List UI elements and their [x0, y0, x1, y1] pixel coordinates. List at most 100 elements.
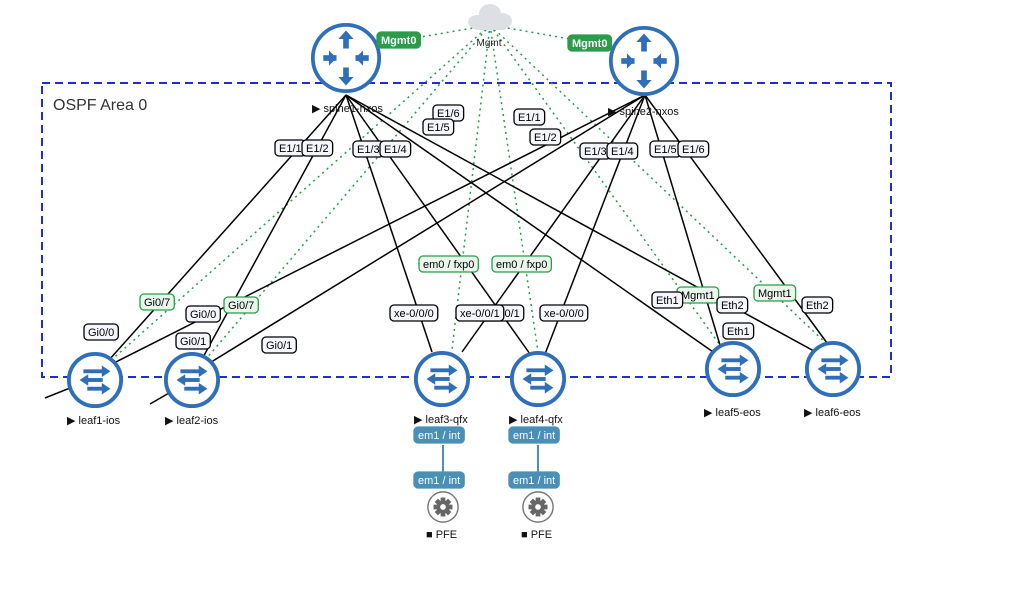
port-badge-l4-em1[interactable]: em1 / int: [508, 426, 560, 444]
port-badge-l4-xe0[interactable]: xe-0/0/0: [539, 304, 589, 322]
internal-links: [442, 445, 539, 475]
port-badge-bg: [801, 296, 834, 314]
svg-text:■ PFE: ■ PFE: [426, 529, 457, 541]
port-badge-l4-em0[interactable]: em0 / fxp0: [491, 255, 553, 273]
node-label: spine2-nxos: [620, 106, 680, 118]
port-label: Eth2: [806, 300, 829, 312]
port-badge-l6-eth2[interactable]: Eth2: [801, 296, 834, 314]
port-badge-spine2-mgmt[interactable]: Mgmt0: [567, 34, 613, 52]
port-label: Eth1: [656, 295, 679, 307]
port-badge-s2-e14[interactable]: E1/4: [606, 142, 639, 160]
port-badge-l6-mgmt[interactable]: Mgmt1: [753, 284, 797, 302]
port-label: xe-0/0/0: [544, 308, 584, 320]
port-label: Mgmt0: [572, 38, 607, 50]
port-label: E1/4: [611, 146, 634, 158]
port-badge-s1-e12[interactable]: E1/2: [301, 139, 334, 157]
port-badge-l3-xe0[interactable]: xe-0/0/0: [389, 304, 439, 322]
port-badge-s2-e12[interactable]: E1/2: [529, 128, 562, 146]
port-badge-s1-e14[interactable]: E1/4: [379, 140, 412, 158]
port-badge-s2-e15[interactable]: E1/5: [649, 140, 682, 158]
port-label: em1 / int: [513, 475, 555, 487]
port-badge-bg: [651, 291, 684, 309]
port-badge-s1-e16[interactable]: E1/6: [432, 104, 465, 122]
svg-text:▶ spine2-nxos: ▶ spine2-nxos: [608, 106, 679, 118]
port-label: em0 / fxp0: [496, 259, 547, 271]
port-badge-l2-gi01[interactable]: Gi0/1: [175, 332, 211, 350]
port-badge-bg: [83, 323, 119, 341]
port-badge-bg: [567, 34, 613, 52]
square-icon: ■: [521, 529, 531, 541]
port-badge-l3-xe1[interactable]: xe-0/0/1: [455, 304, 505, 322]
port-badge-bg: [261, 336, 297, 354]
port-badge-l1-gi01[interactable]: Gi0/1: [261, 336, 297, 354]
port-badge-s1-e13[interactable]: E1/3: [352, 140, 385, 158]
node-label: leaf6-eos: [816, 407, 862, 419]
node-leaf4[interactable]: ▶ leaf4-qfx: [509, 350, 567, 426]
port-badge-bg: [539, 304, 589, 322]
port-label: E1/5: [654, 144, 677, 156]
svg-text:▶ leaf3-qfx: ▶ leaf3-qfx: [414, 414, 468, 426]
node-spine1[interactable]: ▶ spine1-nxos: [310, 22, 384, 115]
port-badge-bg: [413, 426, 465, 444]
port-badge-l5-mgmt[interactable]: Mgmt1: [676, 286, 720, 304]
port-label: Mgmt1: [758, 288, 792, 300]
port-label: Gi0/1: [266, 340, 292, 352]
node-leaf6[interactable]: ▶ leaf6-eos: [804, 340, 861, 419]
port-badge-bg: [455, 304, 505, 322]
node-leaf1[interactable]: ▶ leaf1-ios: [66, 351, 124, 427]
port-badge-l3-em1[interactable]: em1 / int: [413, 426, 465, 444]
port-badge-bg: [508, 471, 560, 489]
node-leaf5[interactable]: ▶ leaf5-eos: [704, 340, 762, 419]
port-badge-bg: [491, 255, 553, 273]
port-badge-pfe3-em1[interactable]: em1 / int: [413, 471, 465, 489]
port-badge-bg: [185, 305, 221, 323]
node-pfe3[interactable]: ■ PFE: [426, 491, 459, 541]
switch-icon: [413, 350, 471, 408]
svg-text:▶ leaf1-ios: ▶ leaf1-ios: [67, 415, 121, 427]
node-label: leaf1-ios: [79, 415, 121, 427]
svg-text:▶ leaf6-eos: ▶ leaf6-eos: [804, 407, 861, 419]
port-badge-s1-e15[interactable]: E1/5: [422, 118, 455, 136]
play-icon: ▶: [608, 106, 620, 118]
node-leaf3[interactable]: ▶ leaf3-qfx: [413, 350, 471, 426]
port-badge-s2-e11[interactable]: E1/1: [513, 108, 546, 126]
port-badge-bg: [716, 296, 749, 314]
node-leaf2[interactable]: ▶ leaf2-ios: [163, 351, 221, 427]
gear-icon: [522, 491, 554, 523]
play-icon: ▶: [414, 414, 426, 426]
play-icon: ▶: [509, 414, 521, 426]
port-badge-s2-e16[interactable]: E1/6: [677, 140, 710, 158]
port-label: xe-0/0/0: [394, 308, 434, 320]
node-label: leaf4-qfx: [521, 414, 564, 426]
port-badge-l2-gi07[interactable]: Gi0/7: [223, 296, 259, 314]
port-label: em1 / int: [418, 430, 460, 442]
play-icon: ▶: [165, 415, 177, 427]
port-badge-l6-eth1[interactable]: Eth1: [722, 322, 755, 340]
port-badge-bg: [722, 322, 755, 340]
port-badge-spine1-mgmt[interactable]: Mgmt0: [376, 31, 422, 49]
node-label: spine1-nxos: [324, 103, 384, 115]
port-badge-l1-gi07[interactable]: Gi0/7: [139, 293, 175, 311]
node-label: leaf5-eos: [716, 407, 762, 419]
port-badge-bg: [677, 140, 710, 158]
port-badge-pfe4-em1[interactable]: em1 / int: [508, 471, 560, 489]
node-label: leaf3-qfx: [426, 414, 469, 426]
port-label: Gi0/7: [228, 300, 254, 312]
port-badge-l2-gi00[interactable]: Gi0/0: [185, 305, 221, 323]
port-badge-l5-eth2[interactable]: Eth2: [716, 296, 749, 314]
port-badge-l1-gi00[interactable]: Gi0/0: [83, 323, 119, 341]
port-badge-s2-e13[interactable]: E1/3: [579, 142, 612, 160]
square-icon: ■: [426, 529, 436, 541]
play-icon: ▶: [804, 407, 816, 419]
node-pfe4[interactable]: ■ PFE: [521, 491, 554, 541]
node-spine2[interactable]: ▶ spine2-nxos: [608, 25, 679, 118]
port-badge-l3-em0[interactable]: em0 / fxp0: [418, 255, 480, 273]
port-label: Mgmt0: [381, 35, 416, 47]
svg-text:▶ leaf4-qfx: ▶ leaf4-qfx: [509, 414, 563, 426]
port-label: E1/2: [306, 143, 329, 155]
play-icon: ▶: [704, 407, 716, 419]
port-badge-l5-eth1[interactable]: Eth1: [651, 291, 684, 309]
port-badge-bg: [418, 255, 480, 273]
port-badge-s1-e11[interactable]: E1/1: [274, 139, 307, 157]
port-badge-bg: [379, 140, 412, 158]
